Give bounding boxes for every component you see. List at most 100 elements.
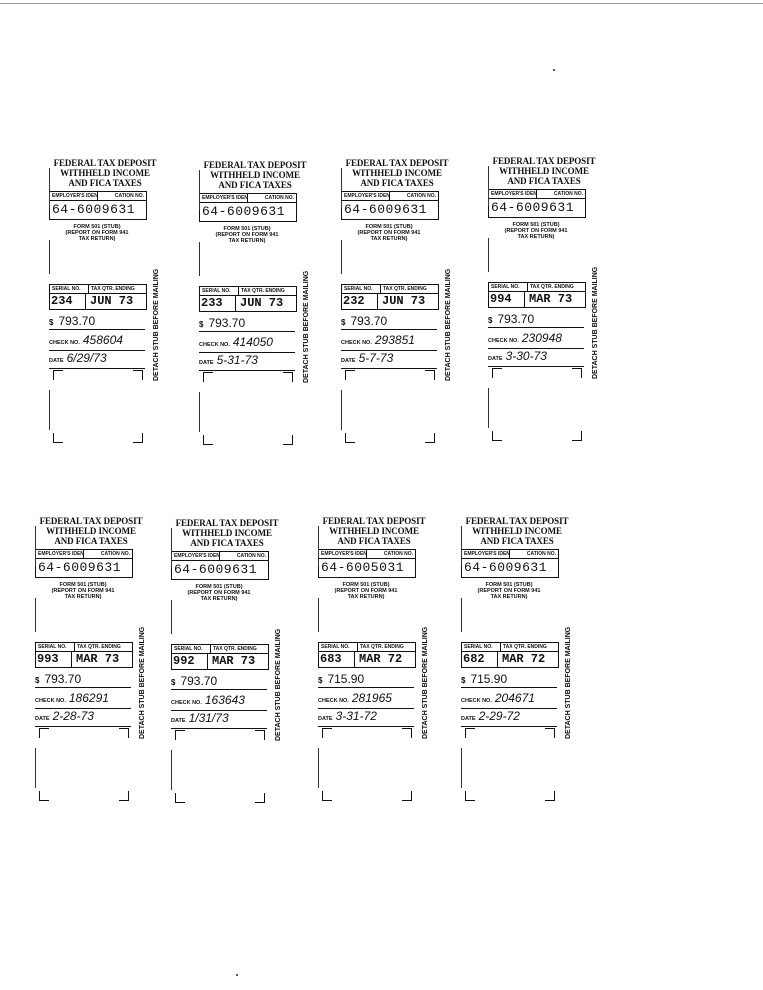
deposit-amount: 793.70 [208,316,246,330]
date-label: DATE [488,356,503,362]
stub-left-edge [49,168,50,208]
date-label: DATE [199,360,214,366]
check-no-label: CHECK NO. [341,340,372,346]
tax-quarter-ending: JUN 73 [382,294,426,308]
date-label: DATE [171,718,186,724]
corner-mark [39,791,49,801]
serial-quarter-box: SERIAL NO. TAX QTR. ENDING 683 MAR 72 [318,642,416,668]
serial-quarter-box: SERIAL NO. TAX QTR. ENDING 994 MAR 73 [488,282,586,308]
deposit-amount-line: $793.70 [171,675,267,690]
employer-id-number: 64-6009631 [52,202,136,217]
deposit-date: 6/29/73 [66,351,107,365]
deposit-date: 5-31-73 [216,353,258,367]
detach-stub-notice: DETACH STUB BEFORE MAILING [303,270,310,384]
deposit-date: 2-29-72 [478,709,520,723]
stub-left-edge [488,238,489,272]
form-stub-note: FORM 501 (STUB) (REPORT ON FORM 941 TAX … [49,224,145,242]
stub-left-edge [318,598,319,632]
check-no-label: CHECK NO. [461,698,492,704]
header-line-1: FEDERAL TAX DEPOSIT [175,518,279,528]
serial-no-label: SERIAL NO. [200,287,239,295]
deposit-amount-line: $793.70 [35,673,131,688]
form-stub-line-3: TAX RETURN) [490,594,528,600]
serial-number: 682 [462,652,498,667]
header-line-1: FEDERAL TAX DEPOSIT [492,156,596,166]
stub-header: FEDERAL TAX DEPOSIT WITHHELD INCOME AND … [35,516,147,546]
serial-number: 233 [200,296,236,311]
form-stub-line-1: FORM 501 (STUB) [365,224,413,230]
form-stub-note: FORM 501 (STUB) (REPORT ON FORM 941 TAX … [199,226,295,244]
deposit-stub: FEDERAL TAX DEPOSIT WITHHELD INCOME AND … [171,518,283,810]
deposit-amount-line: $793.70 [341,315,437,330]
stub-header: FEDERAL TAX DEPOSIT WITHHELD INCOME AND … [461,516,573,546]
ident-no-label: CATION NO. [218,552,269,560]
header-line-3: AND FICA TAXES [54,536,128,546]
check-number-line: CHECK NO.204671 [461,691,557,709]
stub-left-edge [35,526,36,566]
deposit-stub: FEDERAL TAX DEPOSIT WITHHELD INCOME AND … [35,516,147,808]
header-line-1: FEDERAL TAX DEPOSIT [345,158,449,168]
detach-stub-notice: DETACH STUB BEFORE MAILING [275,628,282,742]
deposit-stub: FEDERAL TAX DEPOSIT WITHHELD INCOME AND … [341,158,453,450]
stub-left-edge [461,598,462,632]
serial-no-label: SERIAL NO. [172,645,211,653]
header-line-2: WITHHELD INCOME [210,170,300,180]
corner-mark [255,730,265,740]
deposit-amount-line: $793.70 [488,313,584,328]
corner-mark [322,728,332,738]
detach-stub-notice: DETACH STUB BEFORE MAILING [592,266,599,380]
form-stub-note: FORM 501 (STUB) (REPORT ON FORM 941 TAX … [35,582,131,600]
stub-left-edge [49,240,50,274]
employer-id-label: EMPLOYER'S IDENTI- [38,551,83,557]
form-stub-line-1: FORM 501 (STUB) [342,582,390,588]
header-line-2: WITHHELD INCOME [352,168,442,178]
header-line-1: FEDERAL TAX DEPOSIT [203,160,307,170]
header-line-1: FEDERAL TAX DEPOSIT [322,516,426,526]
check-number: 281965 [351,691,392,705]
serial-no-label: SERIAL NO. [36,643,75,651]
header-line-2: WITHHELD INCOME [472,526,562,536]
deposit-stub: FEDERAL TAX DEPOSIT WITHHELD INCOME AND … [488,156,600,448]
deposit-date: 1/31/73 [188,711,229,725]
deposit-date: 2-28-73 [52,709,94,723]
employer-id-label: EMPLOYER'S IDENTI- [491,191,536,197]
employer-id-number: 64-6005031 [321,560,405,575]
serial-number: 992 [172,654,208,669]
form-stub-line-3: TAX RETURN) [517,234,555,240]
dollar-sign: $ [199,320,204,329]
header-line-1: FEDERAL TAX DEPOSIT [53,158,157,168]
form-stub-note: FORM 501 (STUB) (REPORT ON FORM 941 TAX … [171,584,267,602]
header-line-3: AND FICA TAXES [507,176,581,186]
ident-no-label: CATION NO. [96,192,147,200]
form-stub-line-3: TAX RETURN) [78,236,116,242]
detach-stub-notice: DETACH STUB BEFORE MAILING [139,626,146,740]
form-stub-line-3: TAX RETURN) [347,594,385,600]
serial-no-label: SERIAL NO. [342,285,381,293]
form-stub-line-2: (REPORT ON FORM 941 [215,232,279,238]
tax-quarter-ending: JUN 73 [90,294,134,308]
form-stub-line-3: TAX RETURN) [64,594,102,600]
form-stub-line-3: TAX RETURN) [370,236,408,242]
stub-left-edge [341,390,342,430]
header-line-3: AND FICA TAXES [480,536,554,546]
tax-quarter-ending: JUN 73 [240,296,284,310]
employer-id-label: EMPLOYER'S IDENTI- [321,551,366,557]
check-number: 204671 [494,691,535,705]
form-stub-line-1: FORM 501 (STUB) [59,582,107,588]
stub-left-edge [199,170,200,210]
employer-id-box: EMPLOYER'S IDENTI- CATION NO. 64-6009631 [49,191,147,220]
corner-mark [492,431,502,441]
deposit-date: 5-7-73 [358,351,394,365]
deposit-stub: FEDERAL TAX DEPOSIT WITHHELD INCOME AND … [318,516,430,808]
deposit-amount-line: $715.90 [318,673,414,688]
corner-mark [283,435,293,445]
check-number: 458604 [82,333,123,347]
stub-header: FEDERAL TAX DEPOSIT WITHHELD INCOME AND … [171,518,283,548]
form-stub-line-1: FORM 501 (STUB) [195,584,243,590]
employer-id-box: EMPLOYER'S IDENTI- CATION NO. 64-6009631 [461,549,559,578]
check-no-label: CHECK NO. [488,338,519,344]
tax-quarter-ending: MAR 72 [359,652,403,666]
